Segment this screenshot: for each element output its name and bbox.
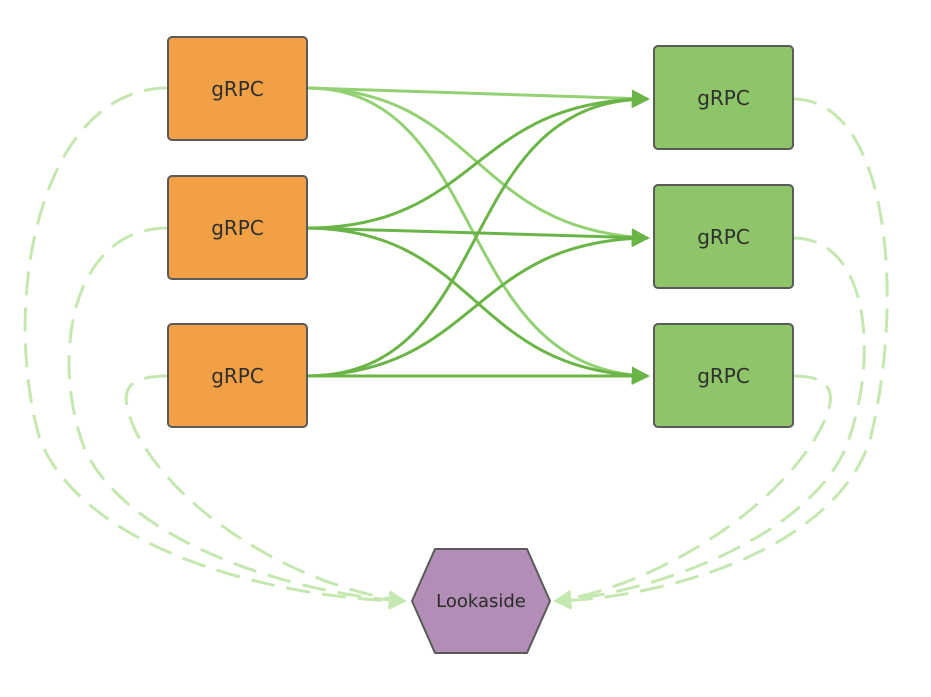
lookaside-label: Lookaside <box>436 591 526 612</box>
server-nodes: gRPC gRPC gRPC <box>653 45 794 428</box>
server-node-1-label: gRPC <box>697 86 750 110</box>
client-lookaside-links <box>23 86 407 610</box>
client-nodes: gRPC gRPC gRPC <box>167 36 308 428</box>
client-node-3: gRPC <box>167 323 308 428</box>
lookaside-node: Lookaside <box>411 548 551 654</box>
client-node-2-label: gRPC <box>211 216 264 240</box>
server-lookaside-links <box>553 97 889 610</box>
connection-c1-s2 <box>306 86 650 247</box>
connection-c1-s1 <box>306 86 650 108</box>
client-node-1-label: gRPC <box>211 77 264 101</box>
server-node-2-label: gRPC <box>697 225 750 249</box>
client-node-1: gRPC <box>167 36 308 141</box>
client-1-lookaside-link <box>23 86 407 610</box>
server-3-lookaside-link <box>553 374 832 608</box>
server-node-2: gRPC <box>653 184 794 289</box>
client-node-2: gRPC <box>167 175 308 280</box>
connection-c3-s2 <box>306 229 650 378</box>
connection-c2-s3 <box>306 226 650 385</box>
client-3-lookaside-link <box>124 374 407 609</box>
client-node-3-label: gRPC <box>211 364 264 388</box>
connection-c1-s3 <box>306 86 650 385</box>
client-2-lookaside-link <box>67 226 407 610</box>
connection-c2-s1 <box>306 90 650 230</box>
client-server-connections <box>306 86 650 385</box>
server-node-1: gRPC <box>653 45 794 150</box>
server-1-lookaside-link <box>553 97 889 610</box>
server-node-3: gRPC <box>653 323 794 428</box>
server-node-3-label: gRPC <box>697 364 750 388</box>
connection-c3-s1 <box>306 90 650 378</box>
